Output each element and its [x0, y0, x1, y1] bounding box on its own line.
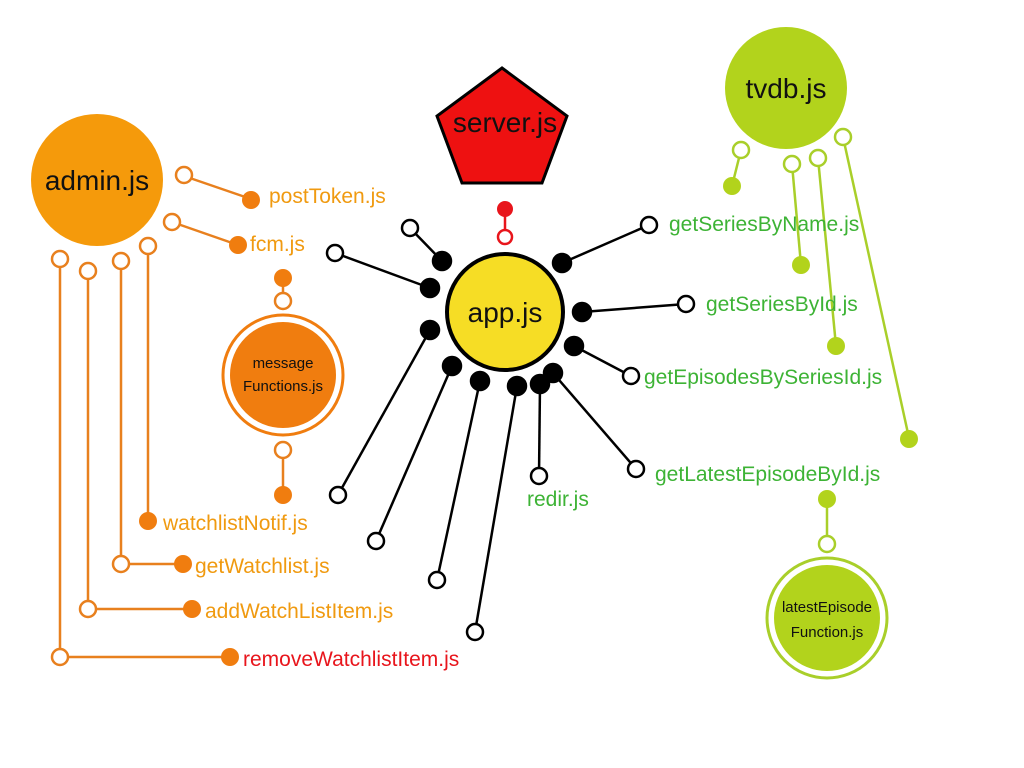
server-pentagon — [435, 66, 569, 185]
admin-label: admin.js — [45, 165, 149, 196]
spoke — [325, 243, 441, 299]
latest-episode-function-label-line1: latestEpisode — [782, 599, 872, 616]
admin-node: admin.js — [31, 114, 163, 246]
label-getLatestEpisodeById: getLatestEpisodeById.js — [655, 463, 880, 486]
latest-episode-function-circle — [774, 565, 880, 671]
admin-connector-dots — [50, 165, 293, 667]
label-watchlistNotif: watchlistNotif.js — [162, 512, 308, 535]
app-node: app.js — [445, 252, 565, 372]
latest-episode-function-label-line2: Function.js — [791, 624, 864, 641]
tvdb-connector-dots — [723, 127, 918, 554]
label-getEpisodesBySeriesId: getEpisodesBySeriesId.js — [644, 366, 882, 389]
spoke — [551, 215, 659, 274]
message-functions-ring — [221, 313, 345, 437]
spoke — [465, 375, 528, 642]
label-getWatchlist: getWatchlist.js — [195, 555, 330, 578]
spoke — [328, 319, 441, 505]
app-label: app.js — [468, 297, 543, 328]
spoke — [571, 294, 696, 323]
label-redir: redir.js — [527, 488, 589, 511]
tvdb-label: tvdb.js — [746, 73, 827, 104]
message-functions-circle — [230, 322, 336, 428]
admin-file-labels: postToken.js fcm.js watchlistNotif.js ge… — [162, 185, 459, 671]
connector-dot — [496, 228, 514, 246]
connector-dot — [497, 201, 513, 217]
spoke — [427, 370, 491, 590]
tvdb-file-labels: redir.js getSeriesByName.js getSeriesByI… — [527, 213, 882, 511]
app-circle — [445, 252, 565, 372]
server-label: server.js — [453, 107, 557, 138]
latest-episode-function-ring — [765, 556, 889, 680]
label-postToken: postToken.js — [269, 185, 386, 208]
label-fcm: fcm.js — [250, 233, 305, 256]
spoke — [529, 373, 551, 486]
spoke — [542, 362, 646, 479]
app-spokes — [325, 215, 696, 642]
message-functions-label-line1: message — [253, 355, 314, 372]
admin-circle — [31, 114, 163, 246]
spoke — [563, 335, 641, 386]
message-functions-label-line2: Functions.js — [243, 378, 323, 395]
label-removeWatchlistItem: removeWatchlistItem.js — [243, 648, 459, 671]
label-getSeriesByName: getSeriesByName.js — [669, 213, 859, 236]
server-node: server.js — [435, 66, 569, 185]
spoke — [366, 355, 463, 551]
tvdb-node: tvdb.js — [725, 27, 847, 149]
latest-episode-function-node: latestEpisode Function.js — [765, 556, 889, 680]
label-addWatchListItem: addWatchListItem.js — [205, 600, 393, 623]
message-functions-node: message Functions.js — [221, 313, 345, 437]
tvdb-circle — [725, 27, 847, 149]
spoke — [400, 218, 453, 272]
server-app-connector — [496, 201, 514, 246]
label-getSeriesById: getSeriesById.js — [706, 293, 858, 316]
tvdb-connectors — [730, 136, 911, 544]
